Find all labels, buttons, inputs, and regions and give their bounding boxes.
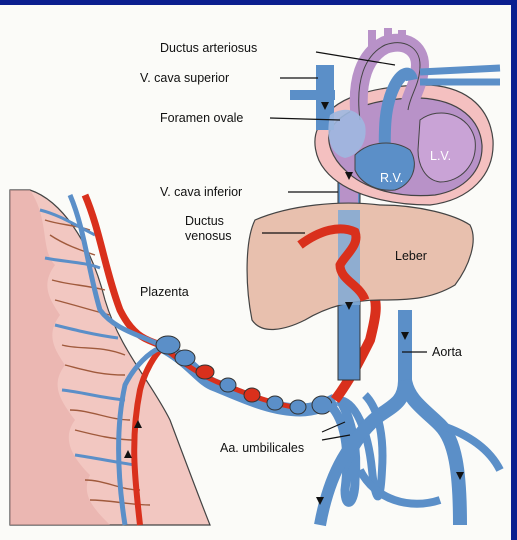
label-v-cava-inferior: V. cava inferior [160,185,242,199]
label-ductus-venosus-line2: venosus [185,229,232,243]
diagram-canvas: L.V. R.V. Ductus arteriosus V. cava supe… [0,5,511,540]
rv-label: R.V. [380,171,403,185]
label-aorta: Aorta [432,345,462,359]
label-ductus-arteriosus: Ductus arteriosus [160,41,257,55]
lv-label: L.V. [430,149,451,163]
label-foramen-ovale: Foramen ovale [160,111,243,125]
label-aa-umbilicales: Aa. umbilicales [220,441,304,455]
label-plazenta: Plazenta [140,285,189,299]
label-v-cava-superior: V. cava superior [140,71,229,85]
pulmonary-vessels [420,68,500,82]
frame-border-top [0,0,517,5]
umbilical-cord [156,336,335,414]
fetal-circulation-diagram: L.V. R.V. Ductus arteriosus V. cava supe… [0,5,511,540]
label-ductus-venosus-line1: Ductus [185,214,224,228]
frame-border-right [511,0,517,540]
label-leber: Leber [395,249,427,263]
